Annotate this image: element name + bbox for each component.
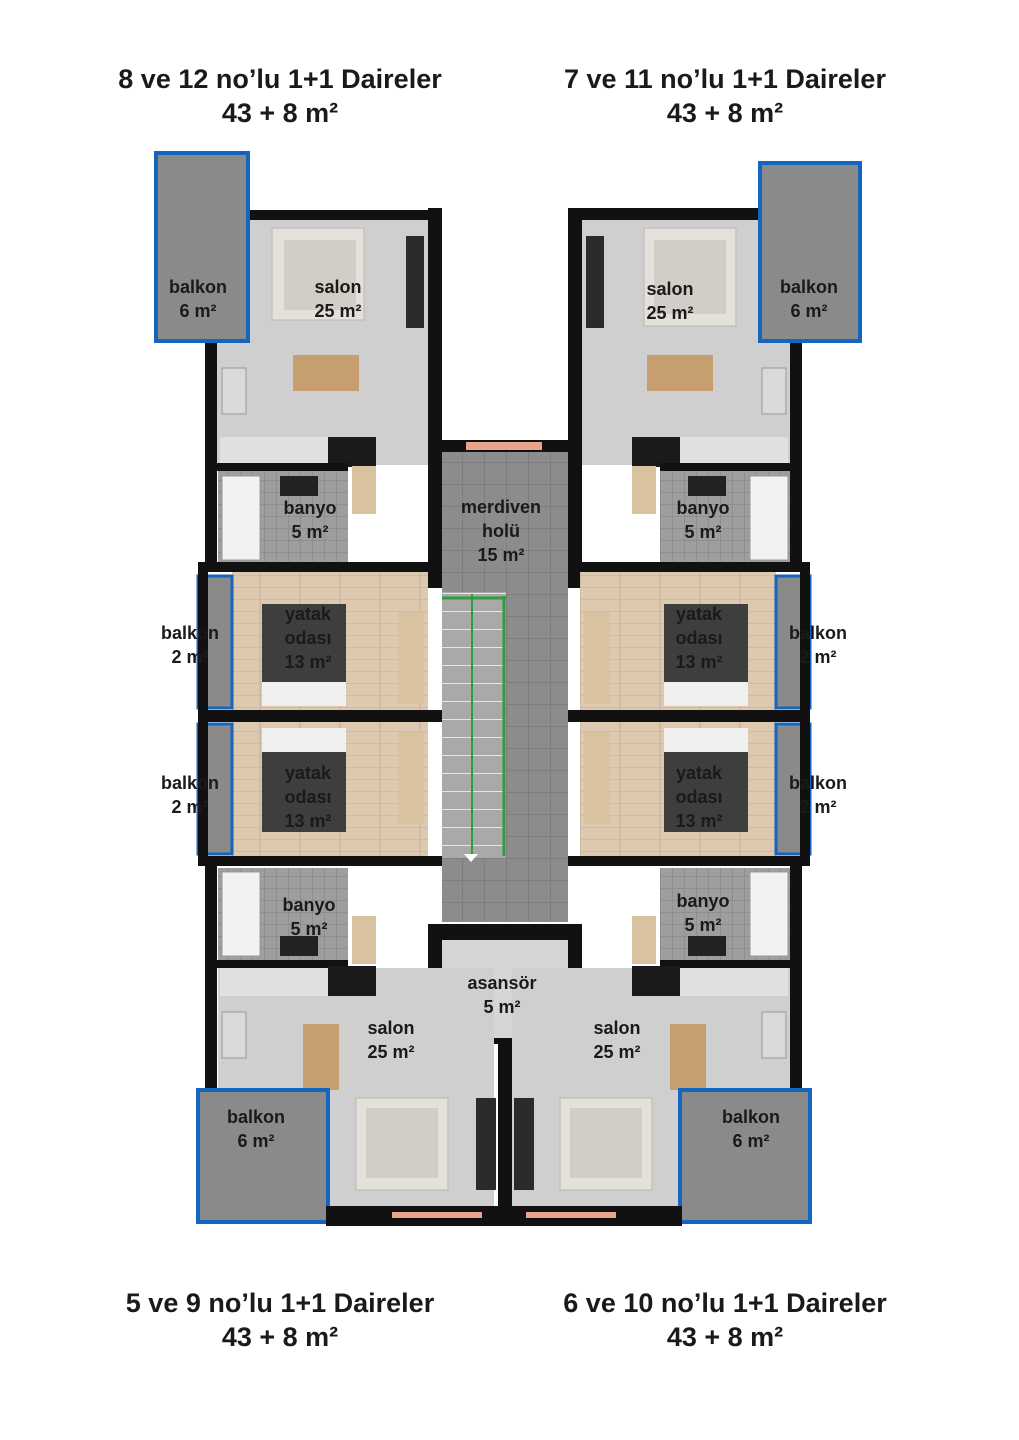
apartment-top-right <box>566 161 862 866</box>
sink <box>761 367 787 415</box>
apartment-bottom-right <box>512 866 812 1226</box>
header-title: 5 ve 9 no’lu 1+1 Daireler <box>125 1288 435 1318</box>
balcony-frame <box>678 1088 812 1224</box>
dining-table <box>303 1024 339 1090</box>
sink <box>221 367 247 415</box>
apartment-bottom-left <box>196 866 512 1226</box>
salon-wall-block <box>210 210 438 220</box>
header-area: 43 + 8 m² <box>666 1322 784 1352</box>
staircase <box>442 592 506 858</box>
balcony-frame <box>154 151 250 343</box>
dining-table <box>670 1024 706 1090</box>
header-area: 43 + 8 m² <box>666 98 784 128</box>
sink <box>761 1011 787 1059</box>
tv-unit <box>586 236 604 328</box>
dining-table <box>647 355 713 391</box>
header-title: 8 ve 12 no’lu 1+1 Daireler <box>118 64 442 94</box>
bathtub <box>749 871 789 957</box>
sink <box>221 1011 247 1059</box>
apartment-header-bottom-right: 6 ve 10 no’lu 1+1 Daireler 43 + 8 m² <box>515 1286 935 1354</box>
bathtub <box>749 475 789 561</box>
balcony-frame <box>758 161 862 343</box>
header-title: 6 ve 10 no’lu 1+1 Daireler <box>563 1288 887 1318</box>
balcony-frame <box>196 1088 330 1224</box>
tv-unit <box>406 236 424 328</box>
dining-table <box>293 355 359 391</box>
apartment-top-left <box>154 151 442 866</box>
stair-arrow-icon <box>464 854 478 862</box>
header-area: 43 + 8 m² <box>221 98 339 128</box>
header-area: 43 + 8 m² <box>221 1322 339 1352</box>
apartment-header-bottom-left: 5 ve 9 no’lu 1+1 Daireler 43 + 8 m² <box>70 1286 490 1354</box>
bathtub <box>221 475 261 561</box>
header-title: 7 ve 11 no’lu 1+1 Daireler <box>564 64 886 94</box>
tv-unit <box>476 1098 496 1190</box>
bathtub <box>221 871 261 957</box>
apartment-header-top-right: 7 ve 11 no’lu 1+1 Daireler 43 + 8 m² <box>515 62 935 130</box>
tv-unit <box>514 1098 534 1190</box>
apartment-header-top-left: 8 ve 12 no’lu 1+1 Daireler 43 + 8 m² <box>70 62 490 130</box>
